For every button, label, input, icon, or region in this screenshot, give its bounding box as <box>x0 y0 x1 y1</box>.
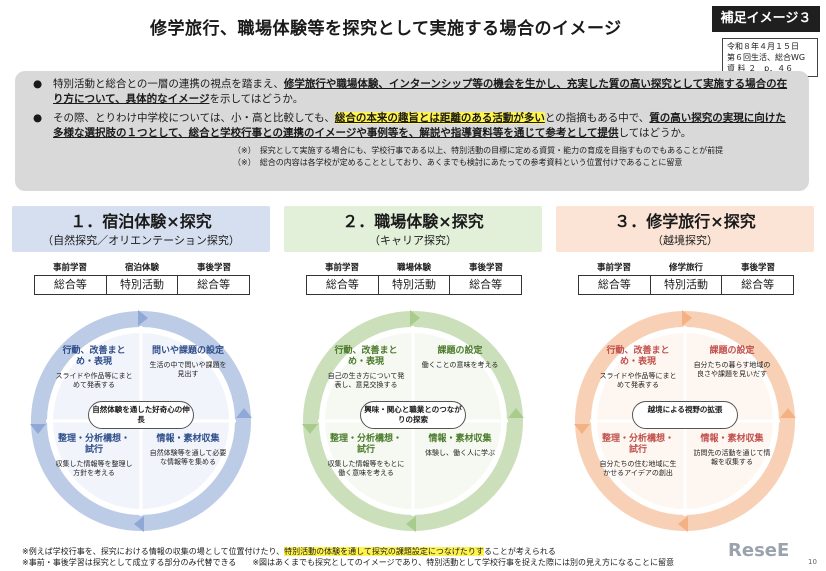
post-study-label: 事後学習 <box>740 263 775 273</box>
quadrant-collection: 情報・素材収集 体験し、働く人に学ぶ <box>425 434 495 457</box>
column-subtitle: （越境探究） <box>652 234 718 247</box>
summary-point-1: ● 特別活動と総合との一層の連携の視点を踏まえ、修学旅行や職場体験、インターンシ… <box>33 78 788 105</box>
column-subtitle: （自然探究／オリエンテーション探究） <box>42 234 240 247</box>
inquiry-cycle-diagram: 行動、改善まとめ・表現 スライドや作品等にまとめて発表する 課題の設定 自分たち… <box>570 306 800 536</box>
pre-study-box: 総合等 <box>597 278 631 291</box>
quadrant-analysis: 整理・分析構想・試行 収集した情報等をもとに働く意味を考える <box>327 434 405 477</box>
quadrant-analysis: 整理・分析構想・試行 自分たちの住む地域に生かせるアイデアの創出 <box>599 434 677 477</box>
event-box: 特別活動 <box>377 276 450 294</box>
ref-date: 令和８年４月１５日 <box>727 42 799 51</box>
event-box: 特別活動 <box>649 276 722 294</box>
cycle-center-label: 越境による視野の拡張 <box>632 401 738 429</box>
event-label: 職場体験 <box>396 263 431 273</box>
footer-notes: ※例えば学校行事を、探究における情報の収集の場として位置付けたり、特別活動の体験… <box>22 546 674 568</box>
footer-note-2: ※事前・事後学習は探究として成立する部分のみ代替できる ※図はあくまでも探究とし… <box>22 558 674 567</box>
quadrant-task-setting: 課題の設定 自分たちの暮らす地域の良さや課題を見いだす <box>693 346 771 378</box>
event-label: 修学旅行 <box>668 263 703 273</box>
column-subtitle: （キャリア探究） <box>369 234 457 247</box>
pre-study-label: 事前学習 <box>596 263 631 273</box>
bullet-icon: ● <box>33 78 43 90</box>
column-header: １．宿泊体験×探究 （自然探究／オリエンテーション探究） <box>12 206 270 252</box>
ref-meeting: 第６回生活、総合WG <box>727 53 806 62</box>
supplement-badge: 補足イメージ３ <box>712 6 820 32</box>
page-title: 修学旅行、職場体験等を探究として実施する場合のイメージ <box>150 19 622 39</box>
quadrant-task-setting: 問いや課題の設定 生活の中で問いや課題を見出す <box>149 346 227 378</box>
inquiry-cycle-diagram: 行動、改善まとめ・表現 スライドや作品等にまとめて発表する 問いや課題の設定 生… <box>26 306 256 536</box>
column-title: １．宿泊体験×探究 <box>70 212 212 231</box>
quadrant-collection: 情報・素材収集 自然体験等を通して必要な情報等を集める <box>149 434 227 466</box>
pre-study-label: 事前学習 <box>324 263 359 273</box>
quadrant-analysis: 整理・分析構想・試行 収集した情報等を整理し方針を考える <box>55 434 133 477</box>
quadrant-expression: 行動、改善まとめ・表現 スライドや作品等にまとめて発表する <box>599 346 677 389</box>
pre-study-box: 総合等 <box>53 278 87 291</box>
post-study-box: 総合等 <box>721 276 793 294</box>
inquiry-cycle-diagram: 行動、改善まとめ・表現 自己の生き方について発表し、意見交換する 課題の設定 働… <box>298 306 528 536</box>
post-study-label: 事後学習 <box>196 263 231 273</box>
quadrant-expression: 行動、改善まとめ・表現 自己の生き方について発表し、意見交換する <box>327 346 405 389</box>
bullet-icon: ● <box>33 112 43 124</box>
pre-study-label: 事前学習 <box>52 263 87 273</box>
column-header: ２．職場体験×探究 （キャリア探究） <box>284 206 542 252</box>
summary-note-2: （※） 総合の内容は各学校が定めることとしており、あくまでも検討にあたっての参考… <box>233 158 683 167</box>
column-title: ２．職場体験×探究 <box>342 212 484 231</box>
pre-study-box: 総合等 <box>325 278 359 291</box>
quadrant-collection: 情報・素材収集 訪問先の活動を通じて情報を収集する <box>693 434 771 466</box>
phase-table: 事前学習 職場体験 事後学習 総合等 特別活動 総合等 <box>306 261 522 295</box>
post-study-box: 総合等 <box>177 276 249 294</box>
column-title: ３．修学旅行×探究 <box>614 212 756 231</box>
resemom-logo: ReseE <box>728 540 790 561</box>
ref-doc: 資 料 ２ p．４６ <box>727 64 794 73</box>
quadrant-expression: 行動、改善まとめ・表現 スライドや作品等にまとめて発表する <box>55 346 133 389</box>
footer-note-1: ※例えば学校行事を、探究における情報の収集の場として位置付けたり、特別活動の体験… <box>22 547 556 556</box>
phase-table: 事前学習 宿泊体験 事後学習 総合等 特別活動 総合等 <box>34 261 250 295</box>
event-box: 特別活動 <box>105 276 178 294</box>
summary-box: ● 特別活動と総合との一層の連携の視点を踏まえ、修学旅行や職場体験、インターンシ… <box>15 71 809 191</box>
event-label: 宿泊体験 <box>124 263 159 273</box>
cycle-center-label: 興味・関心と職業とのつながりの探索 <box>360 401 466 429</box>
quadrant-task-setting: 課題の設定 働くことの意味を考える <box>421 346 499 369</box>
post-study-box: 総合等 <box>449 276 521 294</box>
phase-table: 事前学習 修学旅行 事後学習 総合等 特別活動 総合等 <box>578 261 794 295</box>
page-number: 10 <box>808 558 817 566</box>
cycle-center-label: 自然体験を通した好奇心の伸長 <box>88 401 194 429</box>
summary-point-2: ● その際、とりわけ中学校については、小・高と比較しても、総合の本来の趣旨とは距… <box>33 112 786 139</box>
column-header: ３．修学旅行×探究 （越境探究） <box>556 206 814 252</box>
column-lodging: １．宿泊体験×探究 （自然探究／オリエンテーション探究） 事前学習 宿泊体験 事… <box>12 198 270 543</box>
summary-note-1: （※） 探究として実施する場合にも、学校行事である以上、特別活動の目標に定める資… <box>233 146 724 155</box>
post-study-label: 事後学習 <box>468 263 503 273</box>
column-school-trip: ３．修学旅行×探究 （越境探究） 事前学習 修学旅行 事後学習 総合等 特別活動… <box>556 198 814 543</box>
column-workplace: ２．職場体験×探究 （キャリア探究） 事前学習 職場体験 事後学習 総合等 特別… <box>284 198 542 543</box>
